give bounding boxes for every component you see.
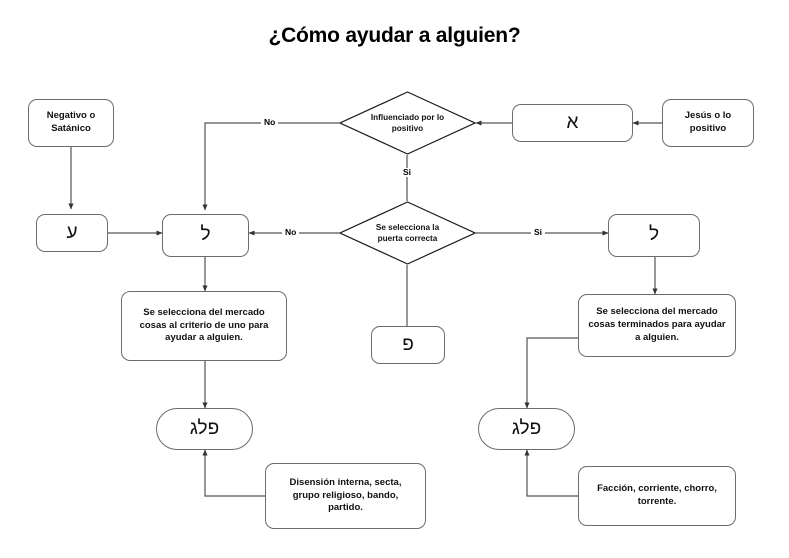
node-label: Se selecciona del mercado cosas terminad… <box>588 306 726 343</box>
edge-label-no-inferior: No <box>282 228 300 237</box>
node-negativo-satanico[interactable]: Negativo o Satánico <box>28 99 114 147</box>
node-label: פ <box>402 333 414 355</box>
node-label: Se selecciona la puerta correcta <box>375 222 440 243</box>
node-label: ע <box>66 221 78 243</box>
node-hebrew-ayin[interactable]: ע <box>36 214 108 252</box>
node-label: Disensión interna, secta, grupo religios… <box>289 476 402 514</box>
node-label: פלג <box>189 417 220 439</box>
page-title: ¿Cómo ayudar a alguien? <box>268 24 521 47</box>
node-definicion-faccion-corriente[interactable]: Facción, corriente, chorro, torrente. <box>578 466 736 526</box>
node-label: Facción, corriente, chorro, torrente. <box>597 483 717 507</box>
node-jesus-positivo[interactable]: Jesús o lo positivo <box>662 99 754 147</box>
decision-se-selecciona-la-puerta-correcta[interactable]: Se selecciona la puerta correcta <box>339 201 476 265</box>
node-label: א <box>566 111 579 133</box>
decision-influenciado-por-lo-positivo[interactable]: Influenciado por lo positivo <box>339 91 476 155</box>
node-hebrew-lamed-left[interactable]: ל <box>162 214 249 257</box>
edge-label-no-superior: No <box>261 118 279 127</box>
edge-label-si-superior: Si <box>400 168 415 177</box>
diamond-shape <box>339 91 476 155</box>
node-hebrew-peleg-left[interactable]: פלג <box>156 408 253 450</box>
edge-label-si-inferior: Si <box>531 228 546 237</box>
node-hebrew-peleg-right[interactable]: פלג <box>478 408 575 450</box>
node-label: Se selecciona del mercado cosas al crite… <box>139 306 269 344</box>
node-hebrew-lamed-right[interactable]: ל <box>608 214 700 257</box>
node-definicion-disension-interna[interactable]: Disensión interna, secta, grupo religios… <box>265 463 426 529</box>
node-label: Negativo o Satánico <box>46 110 96 134</box>
node-mercado-criterio-propio[interactable]: Se selecciona del mercado cosas al crite… <box>121 291 287 361</box>
node-mercado-cosas-terminadas[interactable]: Se selecciona del mercado cosas terminad… <box>578 294 736 357</box>
node-hebrew-pe[interactable]: פ <box>371 326 445 364</box>
node-hebrew-aleph[interactable]: א <box>512 104 633 142</box>
node-label: ל <box>648 224 660 245</box>
node-label: Jesús o lo positivo <box>684 110 732 134</box>
node-label: פלג <box>511 417 542 439</box>
node-label: Influenciado por lo positivo <box>370 112 445 133</box>
node-label: ל <box>200 224 211 245</box>
